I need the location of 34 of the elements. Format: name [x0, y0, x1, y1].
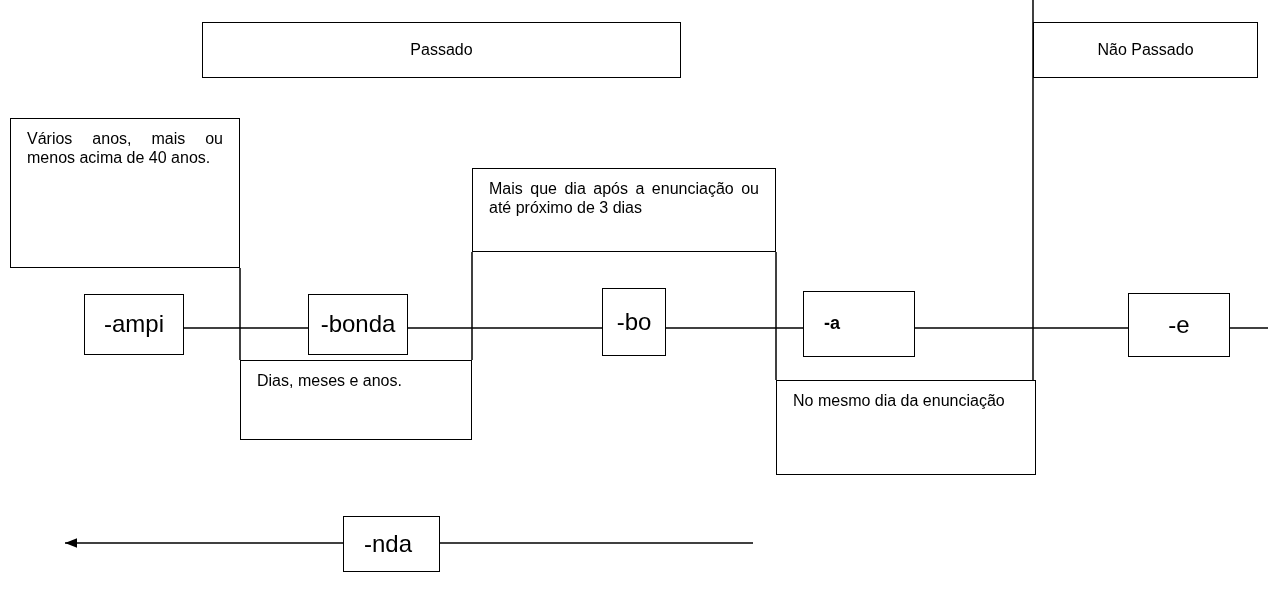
note-text: Dias, meses e anos. — [257, 371, 403, 391]
suffix-box — [602, 288, 666, 356]
suffix-label: -ampi — [104, 310, 164, 339]
note-text: Vários anos, mais ou menos acima de 40 anos. — [27, 129, 223, 168]
suffix-label: -a — [824, 313, 840, 335]
connector-line — [775, 251, 777, 381]
suffix-label: -bonda — [320, 310, 396, 339]
connector-line — [183, 327, 309, 329]
suffix-label: -e — [1168, 310, 1190, 340]
connector-line — [1229, 327, 1268, 329]
suffix-box — [84, 294, 184, 355]
note-box — [240, 360, 472, 440]
connector-line — [407, 327, 603, 329]
note-text: Mais que dia após a enunciação ou até próximo de 3 dias — [489, 179, 759, 218]
connector-line — [665, 327, 804, 329]
suffix-label: -nda — [364, 529, 413, 559]
period-label: Passado — [410, 40, 473, 60]
connector-line — [914, 327, 1129, 329]
note-box — [10, 118, 240, 268]
note-box — [776, 380, 1036, 475]
suffix-box — [308, 294, 408, 355]
connector-line — [239, 267, 241, 361]
suffix-label: -bo — [616, 307, 652, 337]
arrow — [64, 538, 344, 548]
period-label: Não Passado — [1097, 40, 1194, 60]
note-text: No mesmo dia da enunciação — [793, 391, 1006, 411]
period-box — [202, 22, 681, 78]
suffix-box — [343, 516, 440, 572]
suffix-box — [1128, 293, 1230, 357]
connector-line — [439, 542, 754, 544]
period-box — [1033, 22, 1258, 78]
suffix-box — [803, 291, 915, 357]
connector-line — [471, 251, 473, 361]
note-box — [472, 168, 776, 252]
